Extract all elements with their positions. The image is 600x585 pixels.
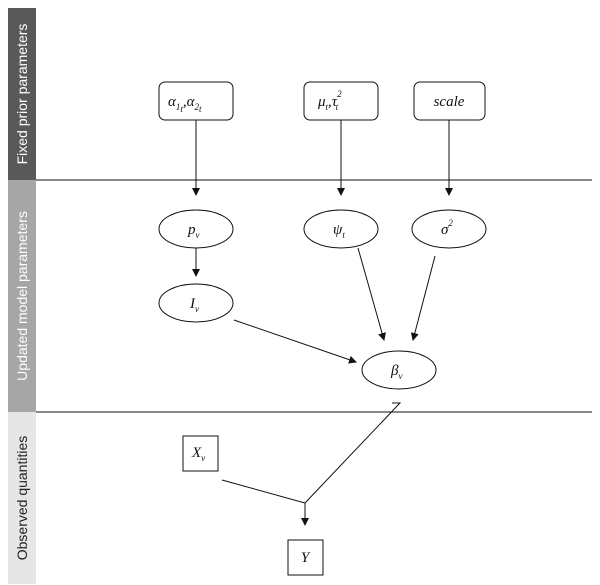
svg-text:Xv: Xv <box>191 445 205 463</box>
edge-iv-to-beta <box>233 319 357 364</box>
svg-text:σ2: σ2 <box>441 218 453 238</box>
node-i-v: Iv <box>158 283 234 323</box>
band-label-updated-model: Updated model parameters <box>14 211 30 381</box>
svg-text:Iv: Iv <box>189 296 199 314</box>
svg-text:Y: Y <box>301 550 311 566</box>
node-alpha: α1t,α2t <box>158 81 234 121</box>
svg-text:βv: βv <box>390 363 402 381</box>
edge-psi-to-beta <box>357 247 386 341</box>
edge-beta-to-y <box>304 402 402 504</box>
svg-text:μt,τ2t: μt,τ2t <box>317 89 342 112</box>
svg-text:α1t,α2t: α1t,α2t <box>168 94 202 114</box>
band-label-fixed-prior: Fixed prior parameters <box>14 24 30 165</box>
band-label-observed: Observed quantities <box>14 436 30 561</box>
edge-xv-to-y <box>221 479 309 526</box>
node-sigma2: σ2 <box>411 209 487 249</box>
node-y: Y <box>287 539 324 576</box>
svg-text:ψt: ψt <box>333 222 345 240</box>
node-psi-t: ψt <box>303 209 379 249</box>
band-observed <box>8 412 36 584</box>
svg-text:pv: pv <box>187 222 200 240</box>
band-fixed-prior <box>8 8 36 180</box>
node-scale: scale <box>413 81 486 121</box>
edge-sigma-to-beta <box>410 255 436 341</box>
svg-text:scale: scale <box>434 94 465 110</box>
node-x-v: Xv <box>182 435 219 472</box>
band-updated-model <box>8 180 36 412</box>
node-beta-v: βv <box>361 350 437 390</box>
node-p-v: pv <box>158 209 234 249</box>
